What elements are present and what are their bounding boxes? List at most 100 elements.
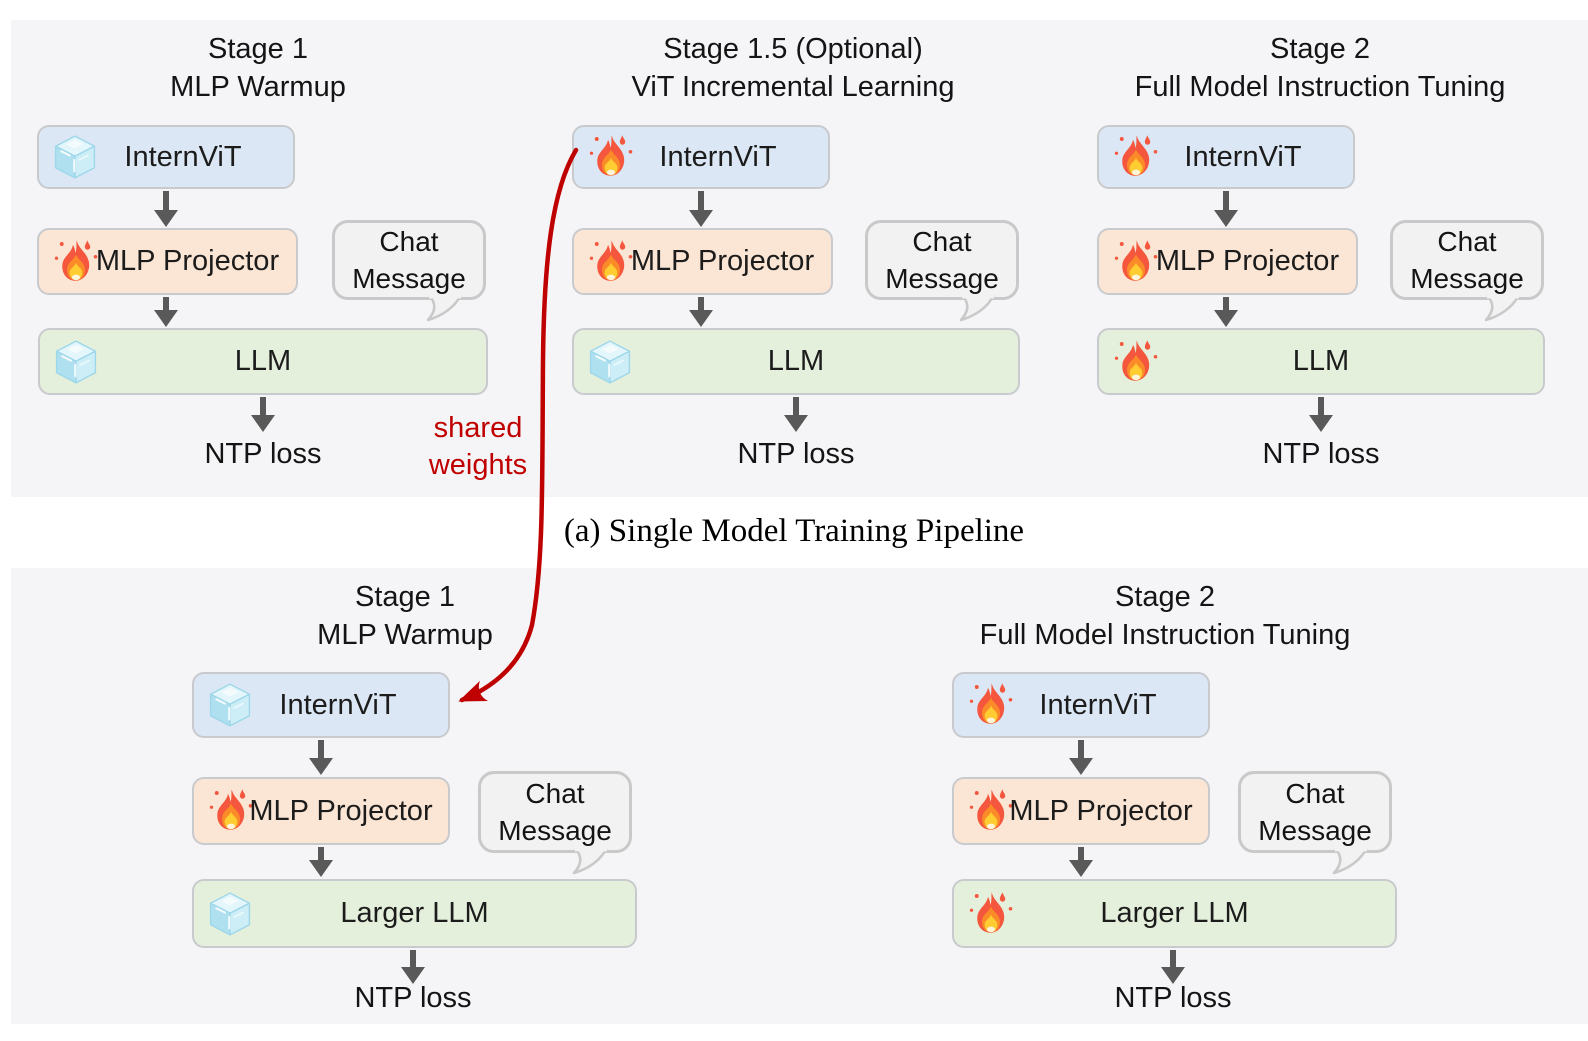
down-arrow: [1161, 950, 1185, 984]
llm-box: LLM: [38, 328, 488, 395]
stage-title-line1: Stage 1.5 (Optional): [663, 33, 923, 65]
mlp-projector-label: MLP Projector: [630, 245, 815, 277]
stage-title-line1: Stage 2: [1115, 581, 1215, 613]
stage-title: Stage 1.5 (Optional) ViT Incremental Lea…: [632, 30, 955, 106]
ntp-loss-label: NTP loss: [204, 438, 322, 470]
internvit-box: InternViT: [192, 672, 450, 738]
mlp-projector-box: MLP Projector: [952, 777, 1210, 845]
chat-line2: Message: [498, 815, 612, 846]
down-arrow: [689, 191, 713, 227]
chat-line1: Chat: [525, 778, 585, 809]
llm-box: LLM: [1097, 328, 1545, 395]
shared-weights-line1: shared: [433, 412, 523, 444]
chat-line2: Message: [885, 263, 999, 294]
bubble-tail-icon: [425, 295, 467, 322]
fire-icon: [587, 130, 635, 184]
stage-title: Stage 1 MLP Warmup: [317, 578, 493, 654]
mlp-projector-box: MLP Projector: [1097, 228, 1358, 295]
fire-icon: [967, 678, 1015, 732]
down-arrow: [309, 847, 333, 877]
caption-a: (a) Single Model Training Pipeline: [563, 513, 1025, 549]
shared-weights-line2: weights: [428, 449, 528, 481]
internvit-label: InternViT: [659, 140, 777, 173]
down-arrow: [154, 191, 178, 227]
mlp-projector-label: MLP Projector: [1155, 245, 1340, 277]
ntp-loss-label: NTP loss: [354, 982, 472, 1014]
chat-message-bubble: Chat Message: [478, 771, 632, 853]
down-arrow: [1214, 297, 1238, 327]
down-arrow: [1069, 740, 1093, 775]
stage-title: Stage 2 Full Model Instruction Tuning: [980, 578, 1351, 654]
chat-message-bubble: Chat Message: [865, 220, 1019, 300]
chat-line2: Message: [1410, 263, 1524, 294]
internvit-label: InternViT: [279, 688, 397, 721]
mlp-projector-box: MLP Projector: [572, 228, 833, 295]
down-arrow: [1309, 397, 1333, 432]
stage-title-line1: Stage 2: [1270, 33, 1370, 65]
fire-icon: [587, 235, 635, 289]
chat-line1: Chat: [1437, 226, 1497, 257]
fire-icon: [1112, 235, 1160, 289]
llm-label: LLM: [767, 345, 825, 377]
down-arrow: [1214, 191, 1238, 227]
ntp-loss-label: NTP loss: [1262, 438, 1380, 470]
ice-cube-icon: [53, 339, 99, 385]
internvit-label: InternViT: [124, 140, 242, 173]
mlp-projector-box: MLP Projector: [37, 228, 298, 295]
ntp-loss-label: NTP loss: [1114, 982, 1232, 1014]
mlp-projector-label: MLP Projector: [95, 245, 280, 277]
stage-title-line2: MLP Warmup: [317, 619, 493, 651]
chat-line2: Message: [352, 263, 466, 294]
chat-message-bubble: Chat Message: [1238, 771, 1392, 853]
chat-line1: Chat: [1285, 778, 1345, 809]
down-arrow: [154, 297, 178, 327]
stage-title-line2: Full Model Instruction Tuning: [979, 619, 1351, 651]
down-arrow: [251, 397, 275, 432]
bubble-tail-icon: [958, 295, 1000, 322]
shared-weights-annotation: shared weights: [429, 410, 527, 484]
llm-label: LLM: [1292, 345, 1350, 377]
bubble-tail-icon: [1331, 848, 1373, 875]
mlp-projector-label: MLP Projector: [1009, 794, 1193, 827]
stage-title-line2: Full Model Instruction Tuning: [1134, 71, 1506, 103]
larger-llm-label: Larger LLM: [340, 897, 489, 929]
chat-message-bubble: Chat Message: [332, 220, 486, 300]
stage-title: Stage 1 MLP Warmup: [170, 30, 346, 106]
down-arrow: [1069, 847, 1093, 877]
chat-line2: Message: [1258, 815, 1372, 846]
larger-llm-box: Larger LLM: [952, 879, 1397, 948]
stage-title: Stage 2 Full Model Instruction Tuning: [1135, 30, 1506, 106]
internvit-box: InternViT: [952, 672, 1210, 738]
down-arrow: [401, 950, 425, 984]
chat-message-bubble: Chat Message: [1390, 220, 1544, 300]
ice-cube-icon: [207, 682, 253, 728]
chat-line1: Chat: [379, 226, 439, 257]
fire-icon: [967, 784, 1015, 838]
fire-icon: [52, 235, 100, 289]
larger-llm-label: Larger LLM: [1100, 897, 1249, 929]
ice-cube-icon: [52, 134, 98, 180]
fire-icon: [1112, 130, 1160, 184]
down-arrow: [309, 740, 333, 775]
ntp-loss-label: NTP loss: [737, 438, 855, 470]
stage-title-line1: Stage 1: [355, 581, 455, 613]
down-arrow: [784, 397, 808, 432]
internvit-box: InternViT: [1097, 125, 1355, 189]
chat-line1: Chat: [912, 226, 972, 257]
stage-title-line2: ViT Incremental Learning: [631, 71, 955, 103]
internvit-box: InternViT: [572, 125, 830, 189]
internvit-box: InternViT: [37, 125, 295, 189]
bubble-tail-icon: [1483, 295, 1525, 322]
mlp-projector-box: MLP Projector: [192, 777, 450, 845]
larger-llm-box: Larger LLM: [192, 879, 637, 948]
stage-title-line2: MLP Warmup: [170, 71, 346, 103]
internvit-label: InternViT: [1184, 140, 1302, 173]
fire-icon: [1112, 335, 1160, 389]
down-arrow: [689, 297, 713, 327]
stage-title-line1: Stage 1: [208, 33, 308, 65]
fire-icon: [207, 784, 255, 838]
mlp-projector-label: MLP Projector: [249, 794, 433, 827]
bubble-tail-icon: [571, 848, 613, 875]
ice-cube-icon: [207, 891, 253, 937]
